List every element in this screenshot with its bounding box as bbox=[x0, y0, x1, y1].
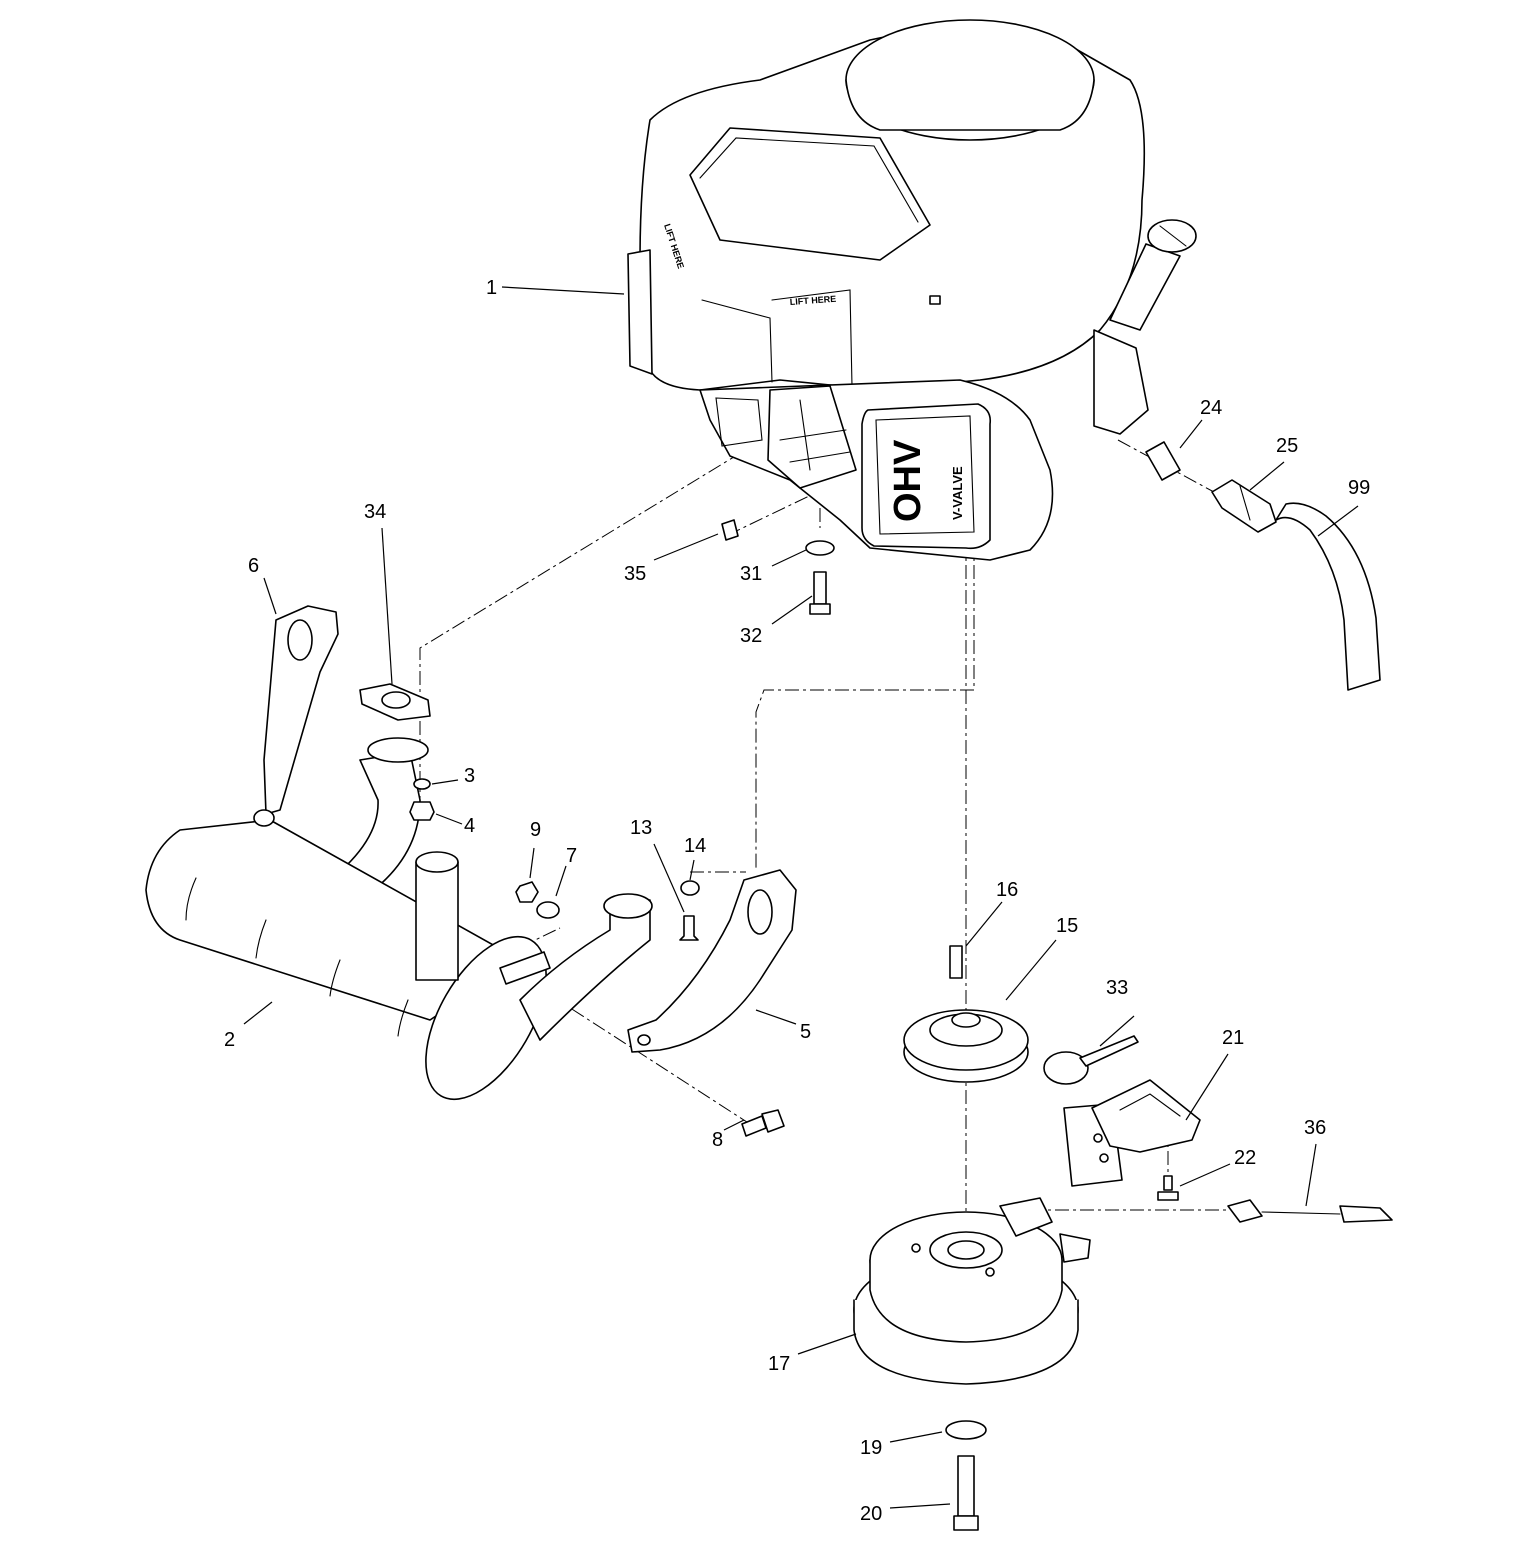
engine: LIFT HERE LIFT HERE OHV V-VALVE bbox=[627, 19, 1197, 561]
clip-part-35 bbox=[721, 519, 739, 541]
callout-4: 4 bbox=[464, 815, 475, 837]
callout-20: 20 bbox=[860, 1503, 882, 1525]
wire-harness-part-36 bbox=[1227, 1199, 1393, 1223]
cable-tie-part-33 bbox=[1043, 1035, 1139, 1085]
washer-part-7 bbox=[536, 901, 560, 919]
callout-36: 36 bbox=[1304, 1117, 1326, 1139]
fuel-fitting bbox=[1145, 441, 1181, 481]
callout-7: 7 bbox=[566, 845, 577, 867]
screw-part-22 bbox=[1157, 1175, 1179, 1201]
callout-labels: 1 2 3 4 5 6 7 8 9 13 14 15 16 17 19 20 2… bbox=[224, 277, 1370, 1525]
callout-99: 99 bbox=[1348, 477, 1370, 499]
leader-lines bbox=[243, 286, 1359, 1509]
callout-3: 3 bbox=[464, 765, 475, 787]
washer-part-19 bbox=[945, 1420, 987, 1440]
callout-25: 25 bbox=[1276, 435, 1298, 457]
fuel-fitting-valve bbox=[1211, 479, 1277, 533]
callout-17: 17 bbox=[768, 1353, 790, 1375]
callout-21: 21 bbox=[1222, 1027, 1244, 1049]
callout-8: 8 bbox=[712, 1129, 723, 1151]
bracket-part-5 bbox=[627, 869, 797, 1053]
callout-33: 33 bbox=[1106, 977, 1128, 999]
callout-9: 9 bbox=[530, 819, 541, 841]
pulley-part-15 bbox=[903, 1009, 1029, 1083]
muffler-part-2 bbox=[145, 737, 653, 1101]
lift-here-label-2: LIFT HERE bbox=[789, 294, 836, 307]
callout-19: 19 bbox=[860, 1437, 882, 1459]
key-part-16 bbox=[949, 945, 963, 979]
fuel-hose bbox=[1275, 502, 1381, 691]
callout-1: 1 bbox=[486, 277, 497, 299]
bolt-part-32 bbox=[809, 571, 831, 615]
nut-part-4 bbox=[409, 801, 435, 821]
washer-part-3 bbox=[413, 778, 431, 790]
callout-6: 6 bbox=[248, 555, 259, 577]
callout-15: 15 bbox=[1056, 915, 1078, 937]
nut-part-9 bbox=[515, 881, 539, 903]
bracket-part-6 bbox=[263, 605, 339, 815]
clutch-part-17 bbox=[853, 1197, 1091, 1385]
ohv-marking: OHV bbox=[887, 439, 929, 522]
bolt-part-8 bbox=[741, 1109, 785, 1137]
callout-14: 14 bbox=[684, 835, 706, 857]
gasket-part-34 bbox=[359, 683, 431, 721]
callout-5: 5 bbox=[800, 1021, 811, 1043]
callout-31: 31 bbox=[740, 563, 762, 585]
bolt-part-13 bbox=[679, 915, 699, 941]
v-valve-marking: V-VALVE bbox=[950, 466, 965, 520]
callout-35: 35 bbox=[624, 563, 646, 585]
callout-22: 22 bbox=[1234, 1147, 1256, 1169]
callout-13: 13 bbox=[630, 817, 652, 839]
washer-part-14 bbox=[680, 880, 700, 896]
callout-24: 24 bbox=[1200, 397, 1222, 419]
callout-16: 16 bbox=[996, 879, 1018, 901]
callout-2: 2 bbox=[224, 1029, 235, 1051]
callout-34: 34 bbox=[364, 501, 386, 523]
washer-part-31 bbox=[805, 540, 835, 556]
bracket-part-21 bbox=[1063, 1079, 1201, 1187]
bolt-part-20 bbox=[953, 1455, 979, 1531]
callout-32: 32 bbox=[740, 625, 762, 647]
